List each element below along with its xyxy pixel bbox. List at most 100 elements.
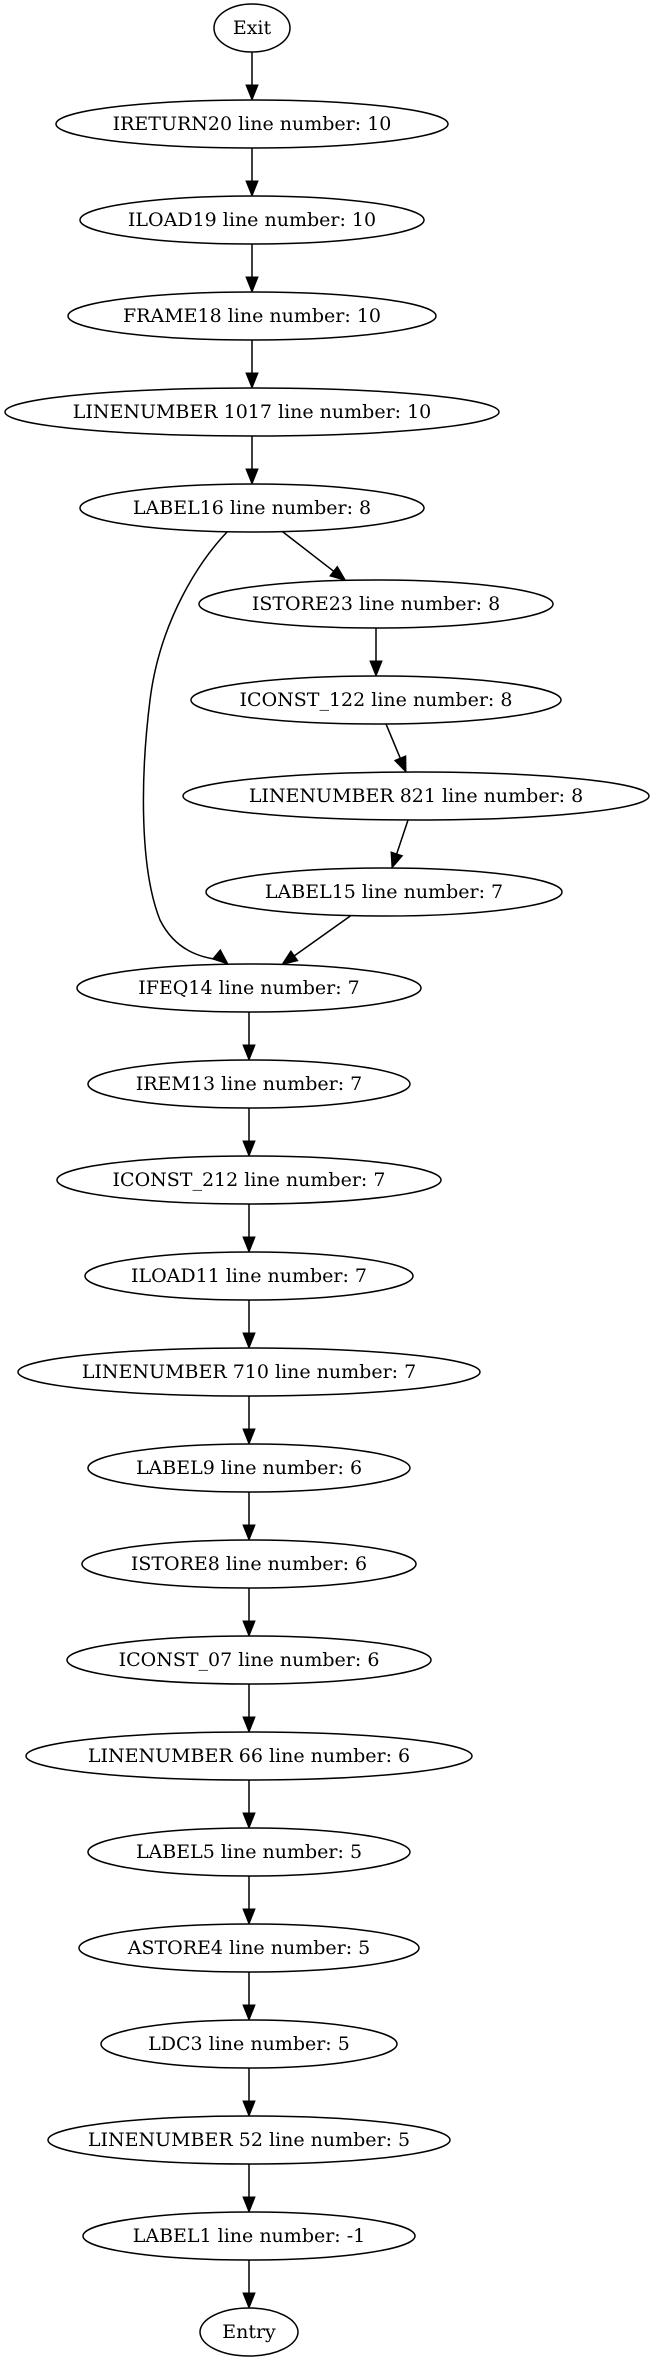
node-frame18: FRAME18 line number: 10 — [67, 291, 437, 341]
node-ellipse — [87, 1443, 411, 1493]
node-iconst212: ICONST_212 line number: 7 — [56, 1155, 442, 1205]
edge-arrowhead — [242, 2004, 256, 2022]
node-ellipse — [213, 3, 291, 53]
edge-arrowhead — [242, 1428, 256, 1446]
node-ellipse — [87, 1827, 411, 1877]
edge-ireturn20-to-iload19 — [245, 148, 259, 198]
node-label: ICONST_07 line number: 6 — [119, 1649, 380, 1671]
node-label: IRETURN20 line number: 10 — [113, 113, 392, 135]
edge-arrowhead — [242, 1140, 256, 1158]
node-label: IFEQ14 line number: 7 — [138, 977, 360, 999]
edge-ifeq14-to-irem13 — [242, 1012, 256, 1062]
node-ellipse — [190, 675, 562, 725]
node-ellipse — [17, 1347, 481, 1397]
edge-linenumber821-to-label15 — [390, 819, 409, 870]
node-ellipse — [81, 1539, 417, 1589]
edge-arrowhead — [242, 1332, 256, 1350]
edge-arrowhead — [245, 372, 259, 390]
node-ellipse — [182, 771, 650, 821]
edge-linenumber52-to-label1 — [242, 2164, 256, 2214]
node-label: LABEL15 line number: 7 — [265, 881, 503, 903]
node-ellipse — [4, 387, 500, 437]
edge-linenumber710-to-label9 — [242, 1396, 256, 1446]
edge-astore4-to-ldc3 — [242, 1972, 256, 2022]
edge-linenumber66-to-label5 — [242, 1780, 256, 1830]
edge-arrowhead — [242, 1620, 256, 1638]
edge-arrowhead — [242, 2196, 256, 2214]
node-linenumber821: LINENUMBER 821 line number: 8 — [182, 771, 650, 821]
node-label: ASTORE4 line number: 5 — [127, 1937, 370, 1959]
node-linenumber52: LINENUMBER 52 line number: 5 — [47, 2115, 451, 2165]
node-istore8: ISTORE8 line number: 6 — [81, 1539, 417, 1589]
node-label: Exit — [233, 17, 272, 39]
edge-line — [395, 819, 409, 855]
node-label: FRAME18 line number: 10 — [123, 305, 381, 327]
node-ellipse — [84, 1251, 414, 1301]
node-label1: LABEL1 line number: -1 — [82, 2211, 416, 2261]
edge-label16-to-ifeq14 — [142, 530, 230, 965]
edge-arrowhead — [281, 949, 299, 966]
node-ellipse — [79, 483, 425, 533]
edge-arrowhead — [393, 755, 407, 774]
node-astore4: ASTORE4 line number: 5 — [78, 1923, 420, 1973]
node-label15: LABEL15 line number: 7 — [205, 867, 563, 917]
node-ellipse — [55, 99, 449, 149]
edge-iconst122-to-linenumber821 — [385, 723, 407, 774]
edge-arrowhead — [390, 851, 404, 870]
node-label: LABEL1 line number: -1 — [133, 2225, 366, 2247]
node-ellipse — [25, 1731, 473, 1781]
node-label: LDC3 line number: 5 — [148, 2033, 350, 2055]
node-label: ILOAD19 line number: 10 — [128, 209, 376, 231]
edge-arrowhead — [242, 1524, 256, 1542]
edge-arrowhead — [245, 84, 259, 102]
edge-iconst07-to-linenumber66 — [242, 1684, 256, 1734]
edge-label15-to-ifeq14 — [281, 914, 352, 966]
edge-istore23-to-iconst122 — [369, 628, 383, 678]
node-ellipse — [79, 195, 425, 245]
edge-arrowhead — [242, 2292, 256, 2310]
node-ellipse — [67, 291, 437, 341]
node-ellipse — [78, 1923, 420, 1973]
node-irem13: IREM13 line number: 7 — [87, 1059, 411, 1109]
node-ellipse — [66, 1635, 432, 1685]
edge-label5-to-astore4 — [242, 1876, 256, 1926]
node-label: ICONST_122 line number: 8 — [240, 689, 513, 711]
edge-istore8-to-iconst07 — [242, 1588, 256, 1638]
node-label: LABEL5 line number: 5 — [136, 1841, 362, 1863]
edge-line — [142, 530, 229, 961]
node-iload19: ILOAD19 line number: 10 — [79, 195, 425, 245]
edge-label9-to-istore8 — [242, 1492, 256, 1542]
node-label: ICONST_212 line number: 7 — [113, 1169, 386, 1191]
edge-label1-to-entry — [242, 2260, 256, 2310]
edge-exit-to-ireturn20 — [245, 52, 259, 102]
node-label: LINENUMBER 52 line number: 5 — [88, 2129, 410, 2151]
edge-label16-to-istore23 — [282, 531, 347, 582]
edge-arrowhead — [242, 1716, 256, 1734]
node-iconst122: ICONST_122 line number: 8 — [190, 675, 562, 725]
node-ellipse — [87, 1059, 411, 1109]
edge-iconst212-to-iload11 — [242, 1204, 256, 1254]
node-label: ILOAD11 line number: 7 — [131, 1265, 367, 1287]
edge-arrowhead — [242, 1236, 256, 1254]
node-label: LINENUMBER 821 line number: 8 — [249, 785, 583, 807]
edge-line — [293, 914, 352, 957]
node-ellipse — [82, 2211, 416, 2261]
node-ellipse — [56, 1155, 442, 1205]
node-label: Entry — [222, 2321, 276, 2343]
edge-arrowhead — [242, 1908, 256, 1926]
node-ifeq14: IFEQ14 line number: 7 — [76, 963, 422, 1013]
edge-iload11-to-linenumber710 — [242, 1300, 256, 1350]
edge-frame18-to-linenumber1017 — [245, 340, 259, 390]
edge-arrowhead — [242, 2100, 256, 2118]
edge-linenumber1017-to-label16 — [245, 436, 259, 486]
node-label: ISTORE8 line number: 6 — [131, 1553, 367, 1575]
node-entry: Entry — [199, 2307, 299, 2357]
node-exit: Exit — [213, 3, 291, 53]
node-label: LABEL9 line number: 6 — [136, 1457, 362, 1479]
node-label: LINENUMBER 1017 line number: 10 — [73, 401, 432, 423]
edges-layer — [142, 52, 409, 2310]
edge-arrowhead — [245, 276, 259, 294]
edge-ldc3-to-linenumber52 — [242, 2068, 256, 2118]
